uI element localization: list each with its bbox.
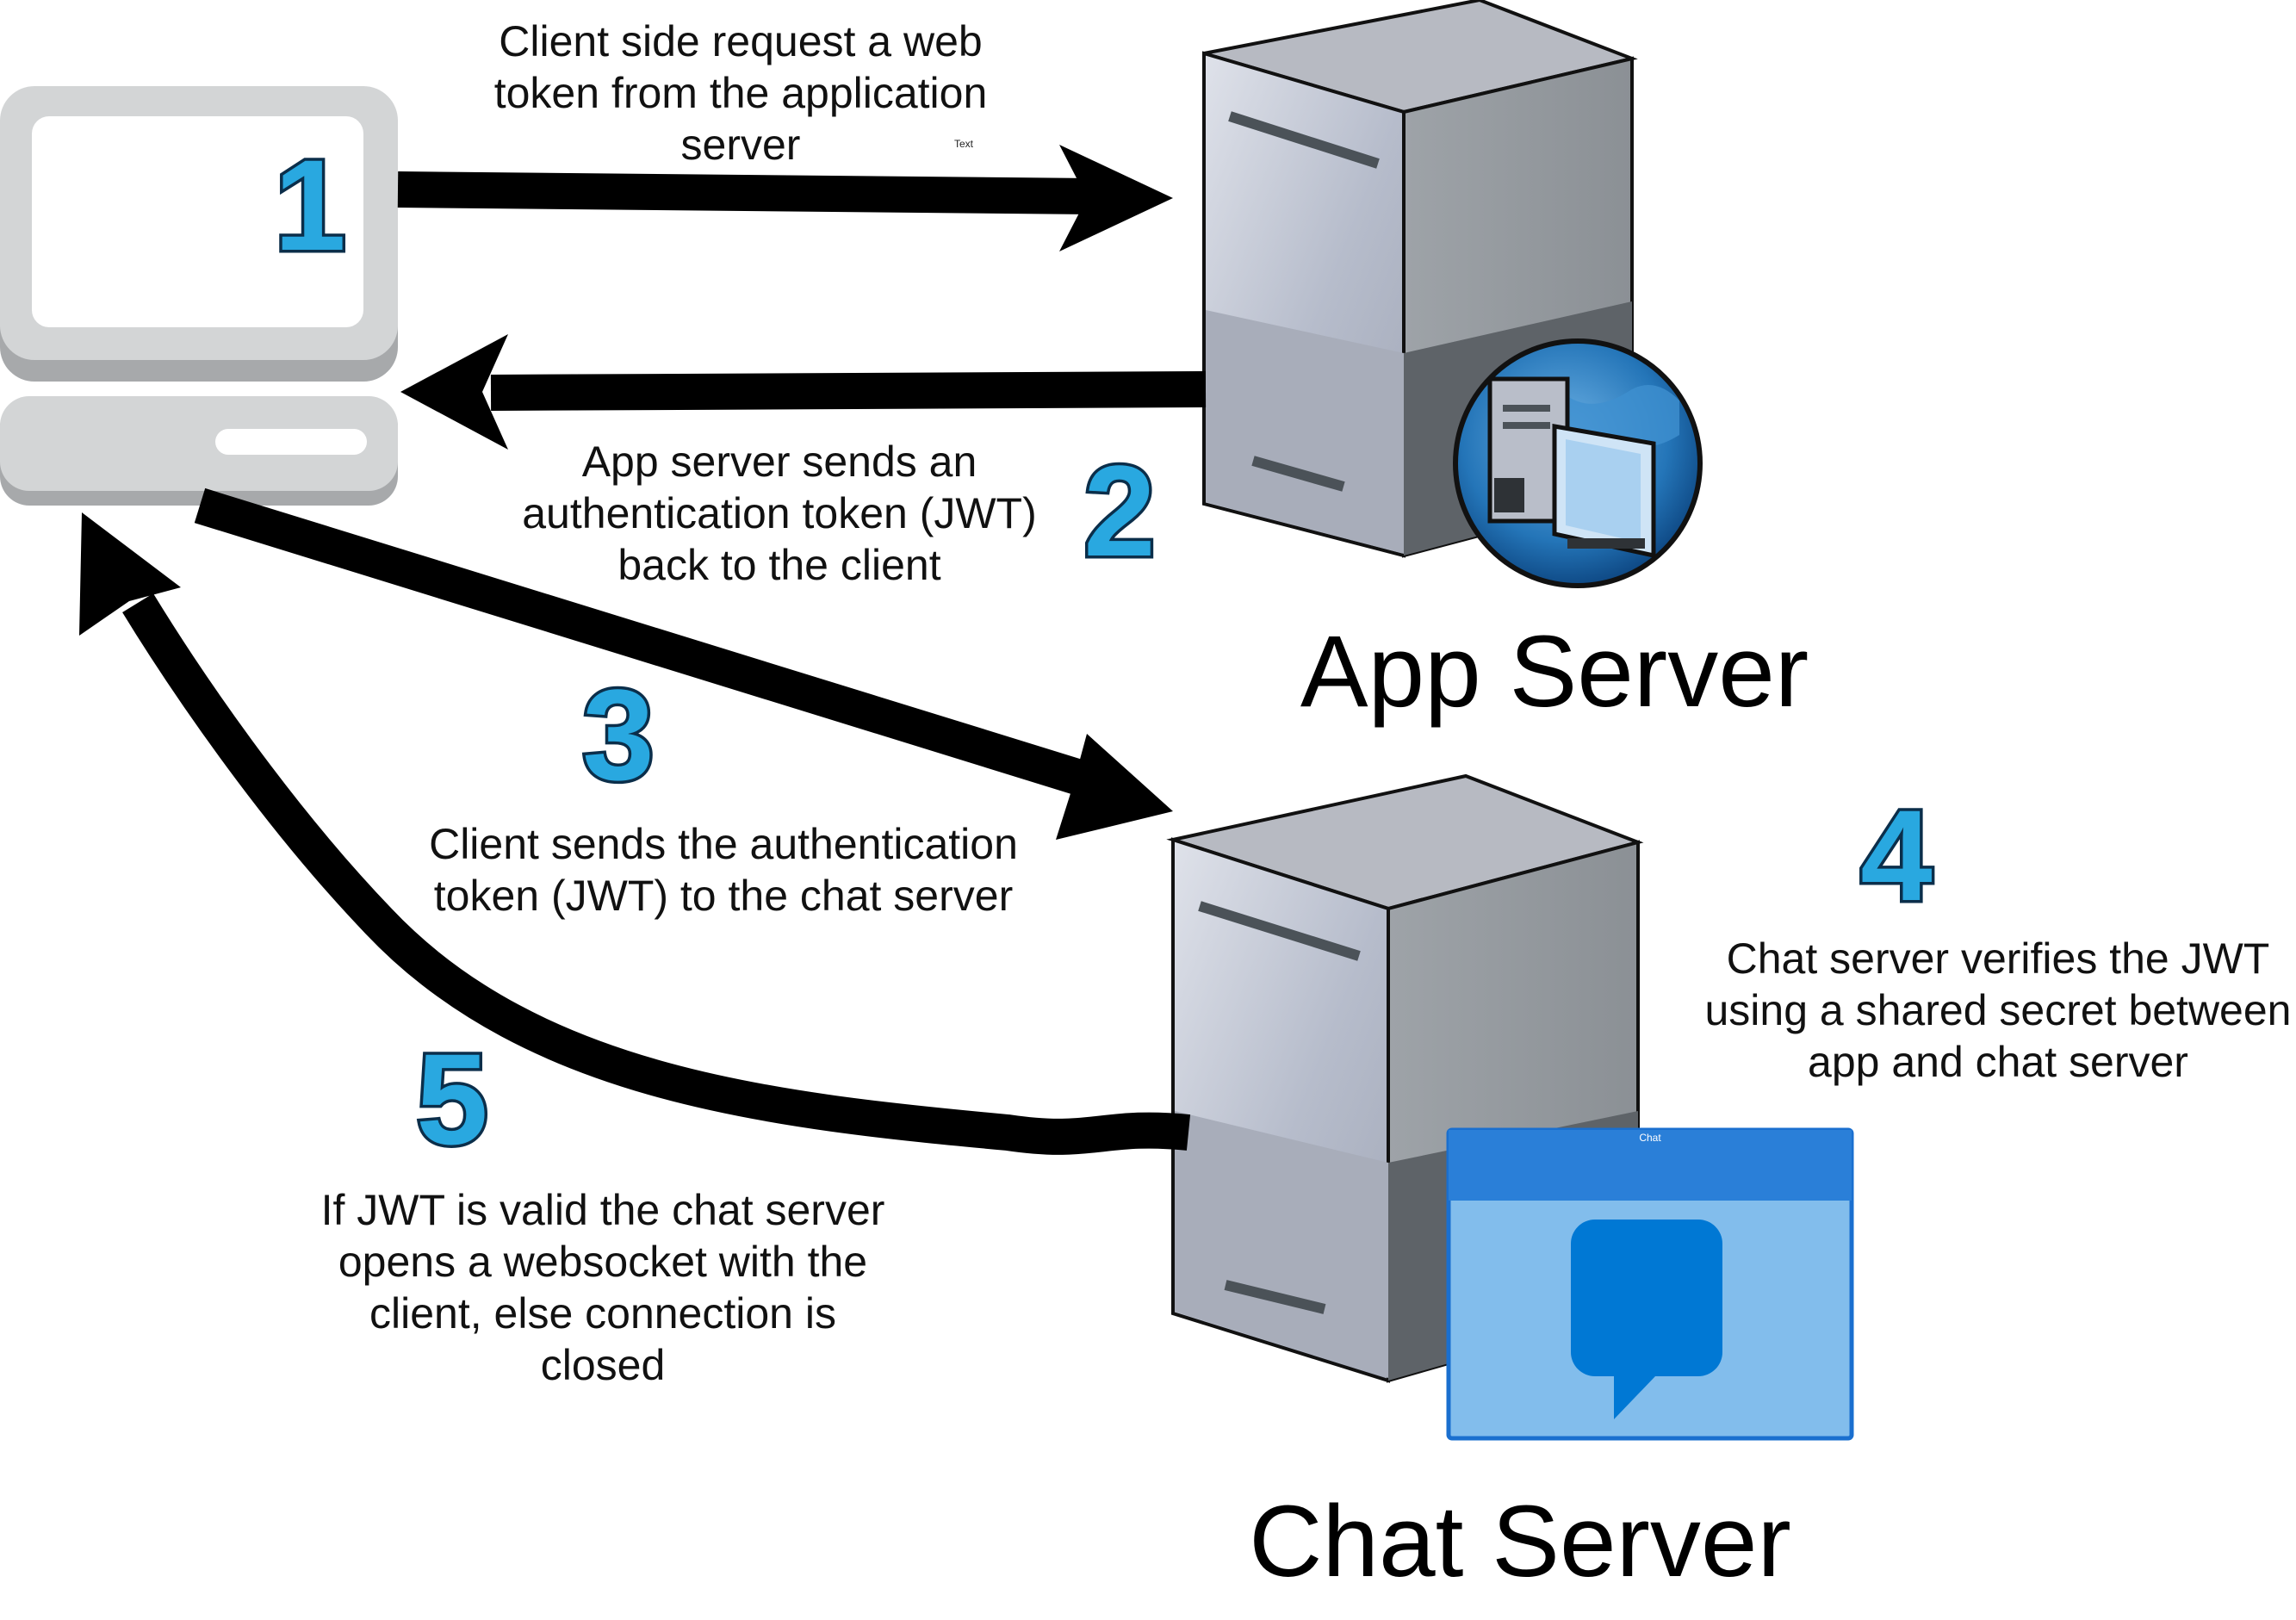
server-slot-bottom — [1251, 456, 1345, 492]
step-1-description: Client side request a web token from the… — [493, 17, 988, 169]
step-2-description: App server sends an authentication token… — [522, 438, 1037, 589]
app-server-label: App Server — [1300, 615, 1809, 729]
arrow-1-client-to-app — [397, 145, 1173, 251]
step-number-4: 4 — [1858, 780, 1935, 931]
svg-text:2: 2 — [1083, 438, 1155, 583]
drive-slot — [215, 429, 367, 455]
svg-text:1: 1 — [274, 133, 345, 277]
arrow-5-chat-to-client — [79, 512, 1191, 1155]
server-slot-top — [1198, 901, 1361, 961]
arrow-2-app-to-client — [400, 334, 1207, 450]
chat-window-title: Chat — [1639, 1132, 1661, 1144]
chat-window-titlebar — [1449, 1130, 1852, 1201]
step-number-2: 2 — [1081, 436, 1158, 587]
step-number-1: 1 — [271, 130, 349, 281]
step-number-5: 5 — [413, 1024, 491, 1175]
web-globe-icon — [1453, 338, 1703, 588]
step-number-3: 3 — [580, 660, 657, 810]
svg-text:3: 3 — [582, 662, 654, 807]
server-front-lower — [1175, 1111, 1388, 1378]
chat-server-icon: Chat — [1166, 773, 1854, 1441]
svg-text:5: 5 — [416, 1027, 487, 1171]
step-3-description: Client sends the authentication token (J… — [429, 820, 1018, 920]
monitor-screen — [32, 116, 363, 327]
chat-window-icon: Chat — [1446, 1127, 1854, 1441]
step-4-description: Chat server verifies the JWT using a sha… — [1704, 934, 2292, 1086]
chat-bubble-icon — [1571, 1220, 1722, 1419]
client-computer — [0, 86, 398, 506]
app-server-icon — [1202, 0, 1703, 588]
computer-base — [0, 396, 398, 491]
step-5-description: If JWT is valid the chat server opens a … — [320, 1186, 885, 1389]
server-front-lower — [1206, 310, 1404, 554]
arrow-3-client-to-chat — [194, 487, 1173, 840]
server-slot-bottom — [1224, 1280, 1326, 1314]
chat-server-label: Chat Server — [1249, 1485, 1791, 1598]
server-slot-top — [1228, 111, 1380, 169]
svg-text:4: 4 — [1860, 783, 1932, 928]
stray-text-label: Text — [954, 138, 974, 150]
